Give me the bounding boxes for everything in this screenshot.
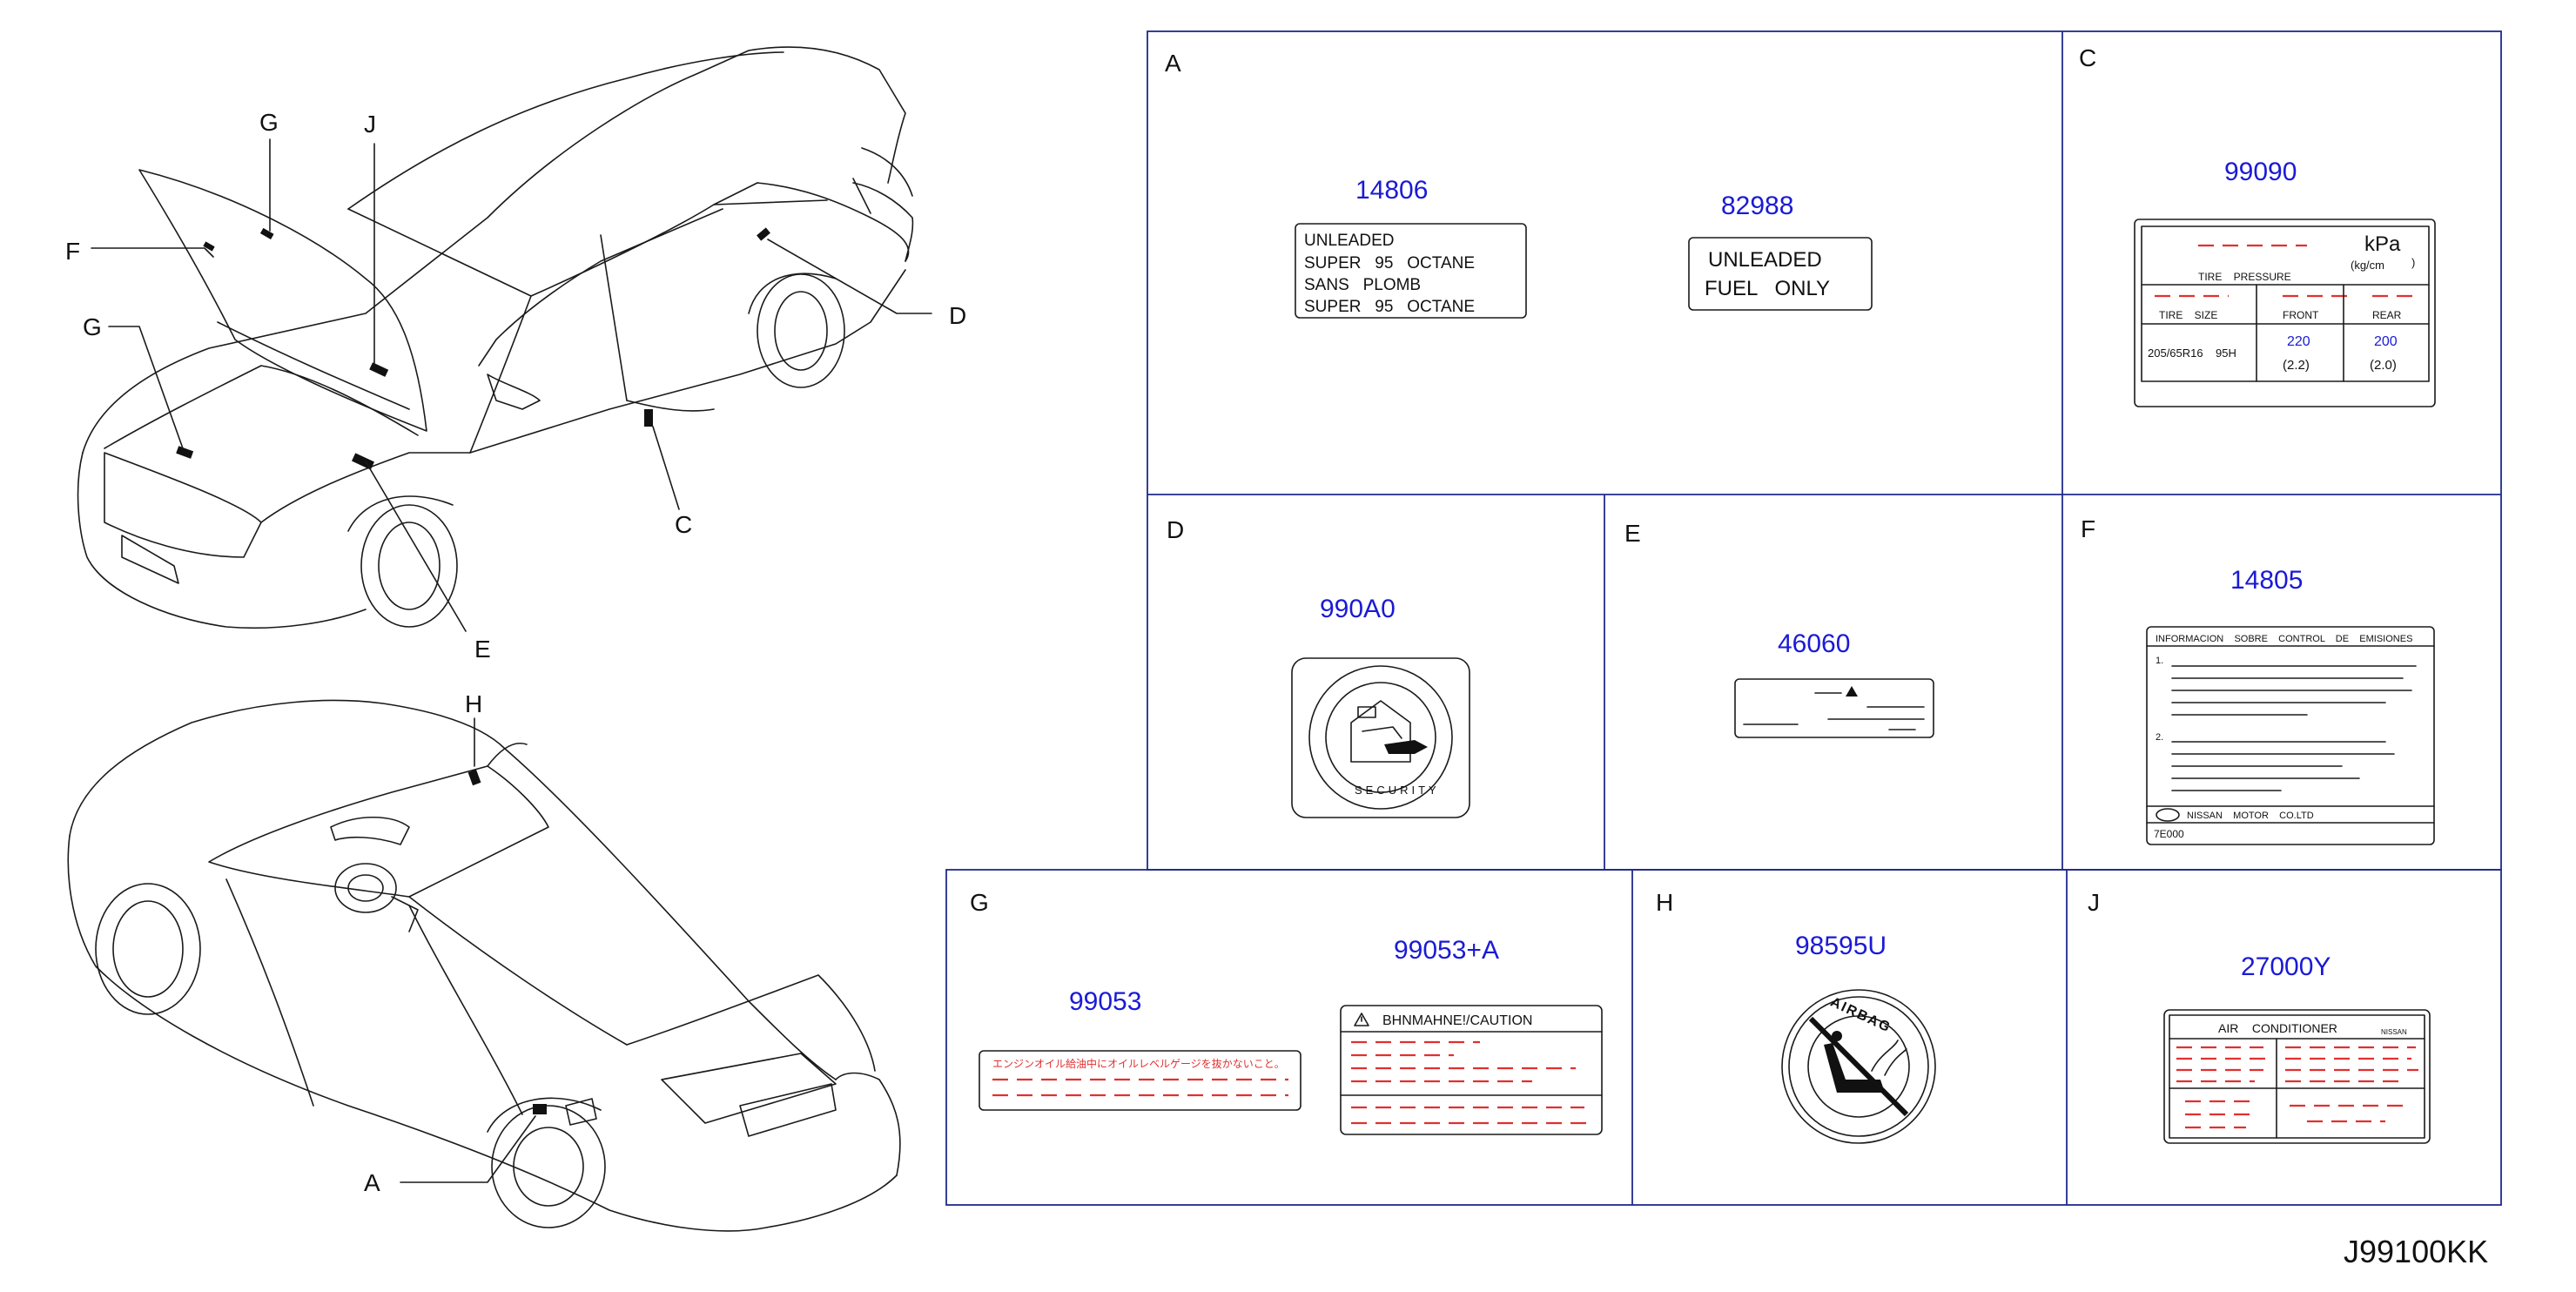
arabic-warning-text xyxy=(1743,686,1925,730)
caution-title: BHNMAHNE!/CAUTION xyxy=(1382,1013,1532,1028)
emission-item-2: 2. xyxy=(2156,732,2163,743)
part-98595U: 98595U xyxy=(1795,932,1887,960)
tire-front-kg: (2.2) xyxy=(2283,358,2310,373)
label-82988-line1: UNLEADED xyxy=(1708,248,1822,272)
tire-rear-kpa: 200 xyxy=(2374,334,2398,349)
tire-front-kpa: 220 xyxy=(2287,334,2310,349)
part-14805: 14805 xyxy=(2230,566,2303,595)
emission-item-1: 1. xyxy=(2156,656,2163,666)
panel-A-letter: A xyxy=(1165,50,1181,77)
tire-rear-header: REAR xyxy=(2372,309,2402,321)
emission-header: INFORMACION SOBRE CONTROL DE EMISIONES xyxy=(2156,634,2412,644)
tire-size-value: 205/65R16 95H xyxy=(2148,347,2236,360)
callout-A: A xyxy=(364,1169,380,1196)
panel-C-letter: C xyxy=(2079,44,2096,71)
part-27000Y: 27000Y xyxy=(2241,952,2331,981)
caution-icon xyxy=(1354,1013,1369,1026)
part-99053A: 99053+A xyxy=(1394,936,1499,965)
panel-F-letter: F xyxy=(2081,515,2095,542)
callout-H: H xyxy=(465,690,482,717)
tire-pressure-title: TIRE PRESSURE xyxy=(2198,271,2291,283)
panel-G-letter: G xyxy=(970,889,989,916)
svg-text:): ) xyxy=(2411,256,2415,269)
nissan-logo-icon xyxy=(2156,808,2180,822)
emission-maker: NISSAN MOTOR CO.LTD xyxy=(2187,811,2314,821)
label-panel-grid xyxy=(945,30,2502,1206)
emission-code: 7E000 xyxy=(2154,828,2184,840)
panel-J-letter: J xyxy=(2088,889,2100,916)
callout-G-hood: G xyxy=(259,109,279,136)
panel-E-letter: E xyxy=(1624,520,1641,547)
part-990A0: 990A0 xyxy=(1320,595,1396,623)
ac-title: AIR CONDITIONER xyxy=(2218,1021,2337,1035)
tire-rear-kg: (2.0) xyxy=(2370,358,2397,373)
label-14806-line3: SANS PLOMB xyxy=(1304,276,1421,294)
airbag-seat-icon xyxy=(1808,1016,1909,1117)
security-icon xyxy=(1350,700,1428,763)
ac-brand: NISSAN xyxy=(2381,1028,2407,1036)
tire-unit-kg: (kg/cm xyxy=(2351,259,2384,272)
callout-E: E xyxy=(474,636,491,663)
part-99090: 99090 xyxy=(2224,158,2297,186)
part-46060: 46060 xyxy=(1778,629,1850,658)
callout-G-radiator: G xyxy=(83,313,102,340)
tire-front-header: FRONT xyxy=(2283,309,2319,321)
security-ring-text: SECURITY xyxy=(1355,784,1440,797)
panel-D-letter: D xyxy=(1167,516,1184,543)
callout-J: J xyxy=(364,111,376,138)
tire-unit: kPa xyxy=(2364,232,2401,256)
part-82988: 82988 xyxy=(1721,192,1793,220)
car-rear-view xyxy=(67,699,901,1232)
drawing-code: J99100KK xyxy=(2344,1234,2488,1269)
car-front-view xyxy=(77,46,932,632)
callout-C: C xyxy=(675,511,692,538)
callout-D: D xyxy=(949,302,966,329)
part-14806: 14806 xyxy=(1355,176,1428,205)
callout-F: F xyxy=(65,238,80,265)
tire-size-header: TIRE SIZE xyxy=(2159,309,2217,321)
part-99053: 99053 xyxy=(1069,987,1141,1016)
panel-H-letter: H xyxy=(1656,889,1673,916)
label-14806-line1: UNLEADED xyxy=(1304,232,1394,250)
label-82988-line2: FUEL ONLY xyxy=(1705,277,1830,300)
label-14806-line2: SUPER 95 OCTANE xyxy=(1304,254,1475,273)
label-14806-line4: SUPER 95 OCTANE xyxy=(1304,298,1475,316)
oil-gauge-jp-text: エンジンオイル給油中にオイルレベルゲージを抜かないこと。 xyxy=(992,1057,1285,1070)
